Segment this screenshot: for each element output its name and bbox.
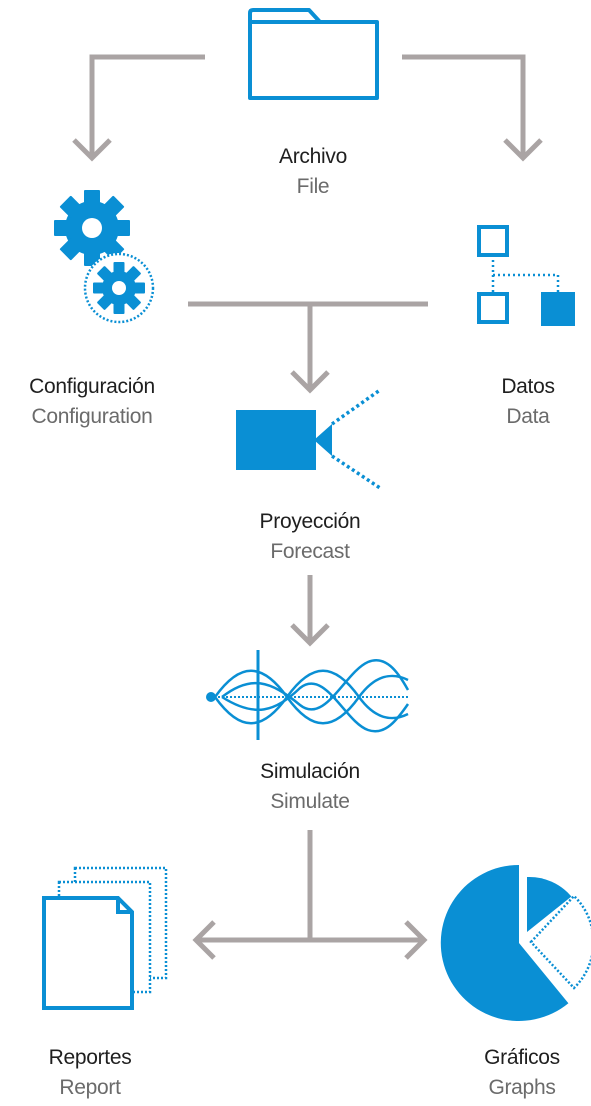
arrowhead-simulate	[290, 623, 330, 647]
node-graphs: Gráficos Graphs	[455, 1046, 589, 1100]
connectors	[72, 54, 543, 960]
node-sublabel: File	[296, 175, 330, 198]
node-sublabel: Simulate	[270, 790, 350, 813]
node-file: Archivo File	[213, 145, 413, 199]
connector-file-config	[89, 54, 205, 158]
folder-icon	[248, 8, 379, 100]
node-sublabel: Forecast	[270, 540, 350, 563]
node-sublabel: Data	[506, 405, 550, 428]
node-simulate: Simulación Simulate	[210, 760, 410, 814]
node-label: Gráficos	[484, 1046, 560, 1069]
node-report: Reportes Report	[15, 1046, 165, 1100]
node-label: Reportes	[48, 1046, 132, 1069]
node-sublabel: Configuration	[31, 405, 153, 428]
connector-simulate-outputs	[196, 830, 424, 943]
node-sublabel: Report	[59, 1076, 121, 1099]
arrowhead-config	[72, 138, 112, 162]
connector-merge-forecast	[188, 301, 428, 390]
node-label: Simulación	[260, 760, 360, 783]
pie-chart-icon	[440, 864, 591, 1021]
arrowhead-forecast	[290, 370, 330, 394]
node-data: Datos Data	[468, 375, 588, 429]
arrowhead-data	[503, 138, 543, 162]
data-tree-icon	[477, 225, 575, 326]
waveform-icon	[206, 650, 410, 740]
projector-icon	[236, 388, 382, 490]
node-label: Datos	[501, 375, 555, 398]
node-config: Configuración Configuration	[0, 375, 184, 429]
gears-icon	[54, 190, 155, 324]
connector-file-data	[402, 54, 526, 158]
node-sublabel: Graphs	[488, 1076, 556, 1099]
node-forecast: Proyección Forecast	[210, 510, 410, 564]
node-label: Proyección	[259, 510, 361, 533]
arrowhead-graphs	[404, 920, 428, 960]
node-label: Configuración	[29, 375, 155, 398]
node-label: Archivo	[279, 145, 347, 168]
arrowhead-report	[192, 920, 216, 960]
documents-icon	[42, 866, 168, 1010]
